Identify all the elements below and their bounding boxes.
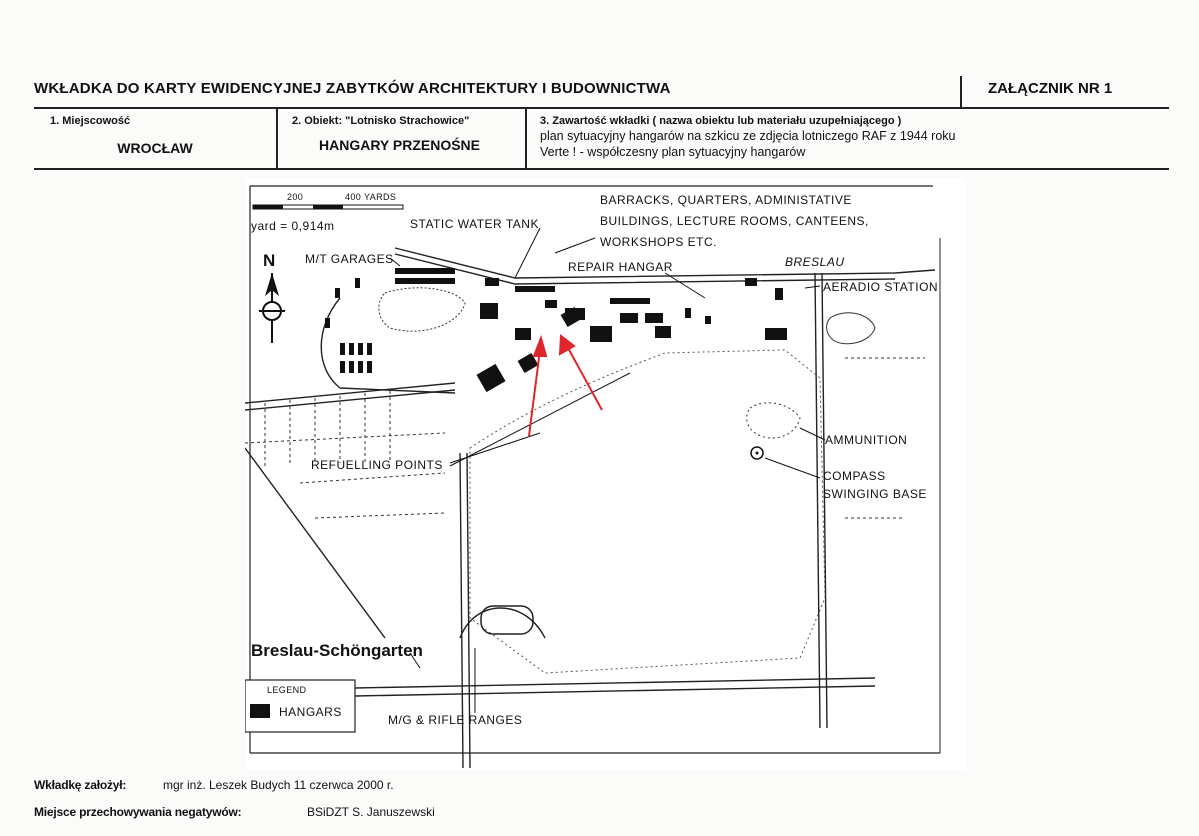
field-divider-1: [276, 109, 278, 169]
north-letter: N: [263, 251, 275, 270]
legend-hangars: HANGARS: [279, 705, 342, 719]
scale-bar: [252, 204, 404, 210]
field-divider-2: [525, 109, 527, 169]
legend-hangar-swatch: [250, 704, 270, 718]
locality-value: WROCŁAW: [117, 140, 193, 156]
scale-200: 200: [287, 192, 303, 202]
airfield-perimeter: [469, 349, 826, 674]
storage-value: BSiDZT S. Januszewski: [307, 805, 435, 819]
label-repair-hangar: REPAIR HANGAR: [568, 260, 673, 274]
hangar-highlight-arrows: [528, 334, 603, 437]
label-mt-garages: M/T GARAGES: [305, 252, 394, 266]
label-compass-1: COMPASS: [823, 469, 886, 483]
locality-label: 1. Miejscowość: [50, 115, 131, 127]
label-aeradio-station: AERADIO STATION: [823, 280, 938, 294]
legend-title: LEGEND: [267, 685, 307, 695]
content-line-2: Verte ! - współczesny plan sytuacyjny ha…: [540, 145, 806, 159]
north-arrow-icon: [259, 273, 285, 343]
label-ammunition: AMMUNITION: [825, 433, 907, 447]
map-place-name: Breslau-Schöngarten: [251, 641, 423, 660]
airfield-sketch: 200 400 YARDS yard = 0,914m N: [244, 185, 941, 769]
runway-loop: [480, 605, 534, 635]
label-breslau: BRESLAU: [785, 255, 845, 269]
label-compass-2: SWINGING BASE: [823, 487, 927, 501]
author-label: Wkładkę założył:: [34, 778, 127, 792]
building-cluster: [325, 268, 787, 373]
content-line-1: plan sytuacyjny hangarów na szkicu ze zd…: [540, 129, 956, 143]
leader-lines: [389, 227, 826, 713]
label-barracks-2: BUILDINGS, LECTURE ROOMS, CANTEENS,: [600, 214, 869, 228]
label-barracks-3: WORKSHOPS ETC.: [600, 235, 717, 249]
annex-label: ZAŁĄCZNIK NR 1: [988, 80, 1113, 97]
compass-base-marker: [750, 446, 764, 460]
label-barracks-1: BARRACKS, QUARTERS, ADMINISTATIVE: [600, 193, 852, 207]
yard-note: yard = 0,914m: [251, 219, 335, 233]
storage-label: Miejsce przechowywania negatywów:: [34, 805, 242, 819]
label-mg-ranges: M/G & RIFLE RANGES: [388, 713, 522, 727]
label-refuelling-points: REFUELLING POINTS: [311, 458, 443, 472]
tree-area: [378, 287, 876, 439]
label-static-water-tank: STATIC WATER TANK: [410, 217, 539, 231]
header-divider: [960, 76, 962, 108]
header-rule: [34, 107, 1169, 109]
object-value: HANGARY PRZENOŚNE: [318, 137, 481, 153]
object-label: 2. Obiekt: "Lotnisko Strachowice": [292, 115, 470, 127]
road-network: [244, 247, 936, 769]
scale-400: 400 YARDS: [345, 192, 396, 202]
field-rule: [34, 168, 1169, 170]
header-title: WKŁADKA DO KARTY EWIDENCYJNEJ ZABYTKÓW A…: [34, 80, 671, 97]
hangar-markers: [476, 306, 671, 393]
content-label: 3. Zawartość wkładki ( nazwa obiektu lub…: [540, 115, 902, 127]
airfield-map: 200 400 YARDS yard = 0,914m N: [244, 178, 965, 770]
author-value: mgr inż. Leszek Budych 11 czerwca 2000 r…: [163, 778, 394, 792]
